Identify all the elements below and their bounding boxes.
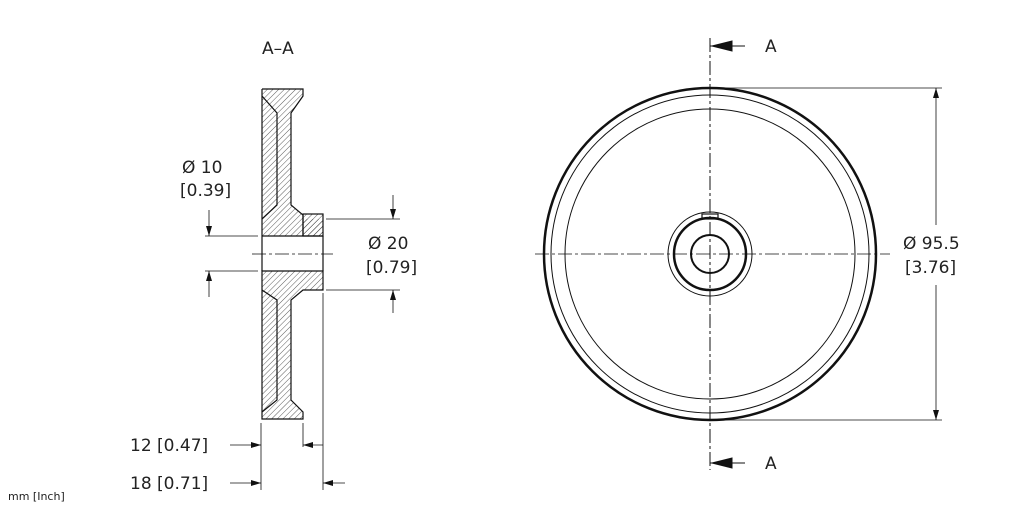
section-view [205,88,400,490]
section-arrow-bottom [711,457,733,469]
section-arrow-top [711,40,733,52]
bore-diameter-mm: Ø 10 [182,158,222,178]
set-screw [302,213,324,237]
bore-diameter-inch: [0.39] [180,181,231,201]
front-view [535,38,942,470]
total-width-dim: 18 [0.71] [130,474,208,494]
units-note: mm [Inch] [8,490,65,503]
hub-diameter-inch: [0.79] [366,258,417,278]
section-title: A–A [262,39,294,59]
section-mark-bottom: A [765,454,777,474]
section-mark-top: A [765,37,777,57]
outer-diameter-mm: Ø 95.5 [903,234,960,254]
outer-diameter-inch: [3.76] [905,258,956,278]
hub-diameter-mm: Ø 20 [368,234,408,254]
section-lower-hatch [262,271,323,419]
wheel-width-dim: 12 [0.47] [130,436,208,456]
